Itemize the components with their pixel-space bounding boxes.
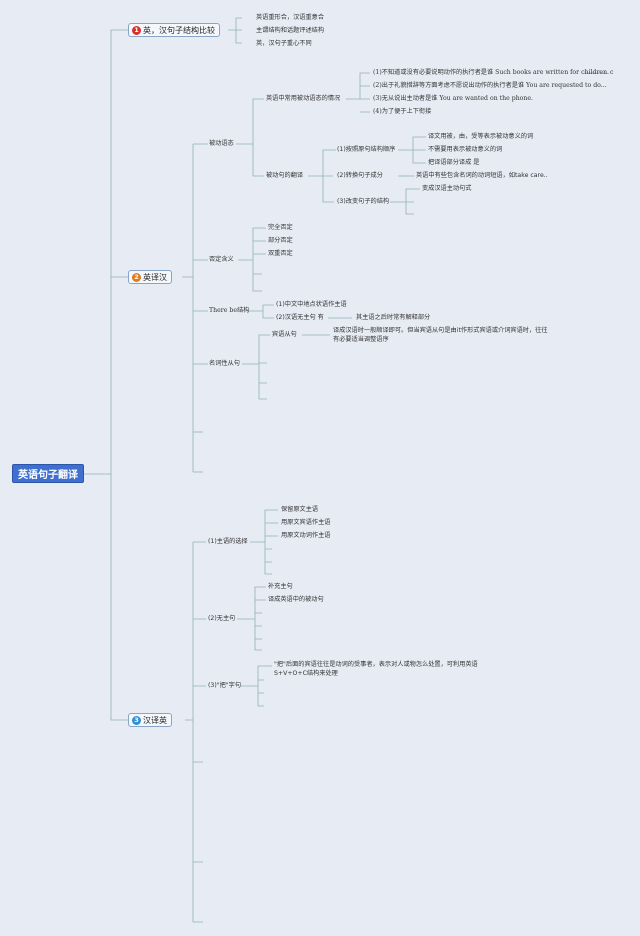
- passive-node[interactable]: 被动语态: [209, 140, 234, 147]
- there-be-desc[interactable]: 其主语之后时常有解释部分: [356, 314, 431, 321]
- topic-1-node[interactable]: 1 英，汉句子结构比较: [128, 23, 220, 37]
- object-clause-desc[interactable]: 译成汉语时一般顺译即可。但当宾语从句是由it作形式宾语或介词宾语时，往往有必要适…: [333, 327, 548, 343]
- convert-desc[interactable]: 英语中有些包含名词的动词短语，如take care..: [416, 172, 548, 179]
- keep-order-item-3[interactable]: 把译语部分译成 是: [428, 159, 480, 166]
- no-subject-node[interactable]: (2)无主句: [208, 615, 236, 622]
- there-be-item-2[interactable]: (2)汉语无主句 有: [276, 314, 324, 321]
- topic-3-node[interactable]: 3 汉译英: [128, 713, 172, 727]
- change-structure-desc[interactable]: 变成汉语主动句式: [422, 185, 472, 192]
- number-badge-2: 2: [132, 272, 141, 282]
- number-badge-3: 3: [132, 715, 141, 725]
- nominal-clause-node[interactable]: 名词性从句: [209, 360, 240, 367]
- change-structure-node[interactable]: (3)改变句子的结构: [337, 198, 390, 205]
- keep-order-item-1[interactable]: 译文用被，由，受等表示被动意义的词: [428, 133, 534, 140]
- ba-sentence-node[interactable]: (3)"把"字句: [208, 682, 242, 689]
- passive-case-3[interactable]: (3)无从说出主动者是谁 You are wanted on the phone…: [373, 95, 534, 102]
- keep-order-item-2[interactable]: 不需要用表示被动意义的词: [428, 146, 503, 153]
- topic-3-label: 汉译英: [143, 715, 167, 725]
- there-be-item-1[interactable]: (1)中文中地点状语作主语: [276, 301, 347, 308]
- negation-node[interactable]: 否定含义: [209, 256, 234, 263]
- negation-item-1[interactable]: 完全否定: [268, 224, 293, 231]
- convert-node[interactable]: (2)转换句子成分: [337, 172, 383, 179]
- there-be-node[interactable]: There be结构: [209, 307, 250, 314]
- negation-item-2[interactable]: 部分否定: [268, 237, 293, 244]
- passive-case-1[interactable]: (1)不知道或没有必要说明动作的执行者是谁 Such books are wri…: [373, 69, 610, 76]
- subject-item-1[interactable]: 保留原文主语: [281, 506, 319, 513]
- t1-item-2[interactable]: 主谓结构和话题评述结构: [256, 27, 325, 34]
- topic-1-label: 英，汉句子结构比较: [143, 25, 215, 35]
- no-subject-item-1[interactable]: 补充主句: [268, 583, 293, 590]
- passive-case-2[interactable]: (2)出于礼貌措辞等方面考虑不愿说出动作的执行者是谁 You are reque…: [373, 82, 607, 89]
- passive-case-tail: c: [610, 69, 614, 76]
- object-clause-node[interactable]: 宾语从句: [272, 331, 297, 338]
- subject-item-2[interactable]: 用原文宾语作主语: [281, 519, 331, 526]
- negation-item-3[interactable]: 双重否定: [268, 250, 293, 257]
- t1-item-3[interactable]: 英，汉句子重心不同: [256, 40, 312, 47]
- keep-order-node[interactable]: (1)按照原句结构顺序: [337, 146, 396, 153]
- number-badge-1: 1: [132, 25, 141, 35]
- ba-sentence-desc[interactable]: "把"后面的宾语往往是动词的受事者，表示对人或物怎么处置，可利用英语S+V+O+…: [274, 661, 478, 677]
- subject-choice-node[interactable]: (1)主语的选择: [208, 538, 248, 545]
- passive-case-4[interactable]: (4)为了便于上下衔接: [373, 108, 432, 115]
- topic-2-label: 英译汉: [143, 272, 167, 282]
- t1-item-1[interactable]: 英语重形合，汉语重意合: [256, 14, 325, 21]
- subject-item-3[interactable]: 用原文动词作主语: [281, 532, 331, 539]
- passive-cases-node[interactable]: 英语中常用被动语态的情况: [266, 95, 341, 102]
- passive-translation-node[interactable]: 被动句的翻译: [266, 172, 304, 179]
- no-subject-item-2[interactable]: 译成英语中的被动句: [268, 596, 324, 603]
- topic-2-node[interactable]: 2 英译汉: [128, 270, 172, 284]
- root-node[interactable]: 英语句子翻译: [12, 464, 84, 483]
